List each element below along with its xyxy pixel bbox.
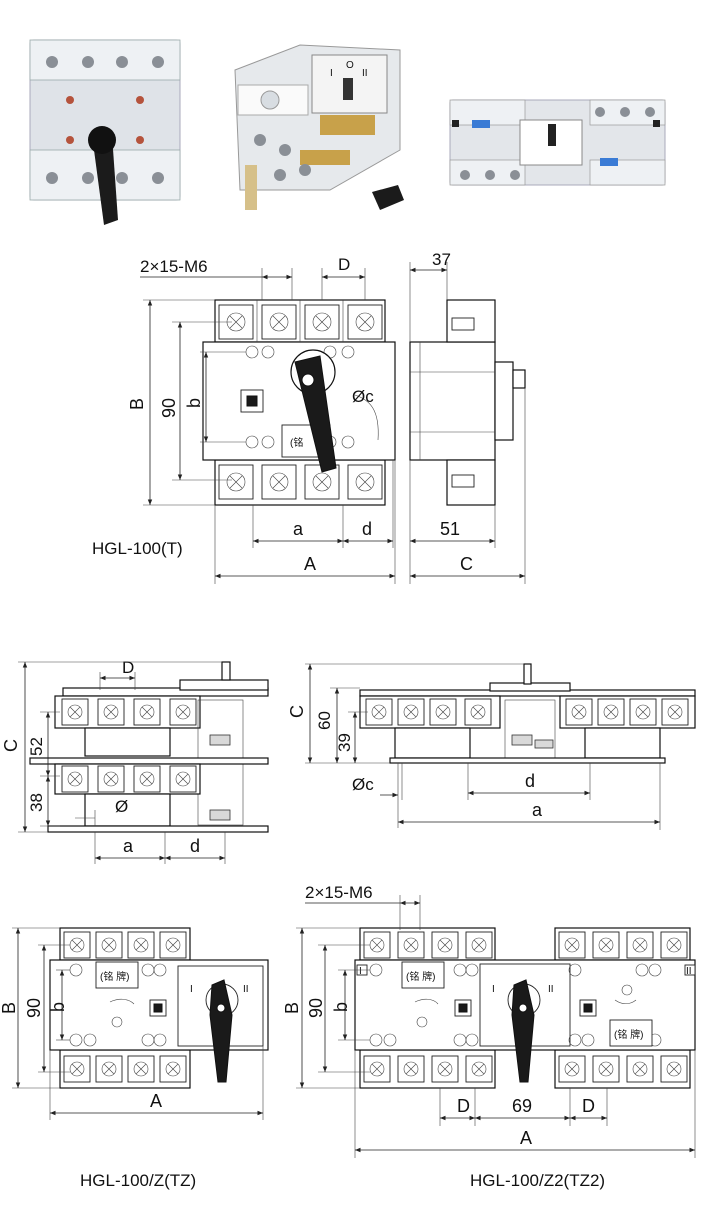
side-right-d-label: d	[525, 771, 535, 791]
side-right-c-label: Øc	[352, 775, 374, 794]
br-A-label: A	[520, 1128, 532, 1148]
br-b-label: b	[331, 1002, 351, 1012]
dim-D-top: D	[321, 255, 366, 300]
br-D1-label: D	[457, 1096, 470, 1116]
svg-text:I: I	[330, 68, 333, 79]
bl-B-label: B	[0, 1002, 19, 1014]
dim-51-label: 51	[440, 519, 460, 539]
dim-2x15-label: 2×15-M6	[140, 257, 208, 276]
dim-c-label: Øc	[352, 387, 374, 406]
side-view-left-double: D C 52 38 Ø a d	[1, 658, 269, 864]
dim-a-label: a	[293, 519, 304, 539]
svg-text:O: O	[346, 60, 354, 71]
dim-A-label: A	[304, 554, 316, 574]
br-mark-II: II	[686, 966, 692, 977]
dim-90-label: 90	[159, 398, 179, 418]
bl-90-label: 90	[24, 998, 44, 1018]
side-right-a-label: a	[532, 800, 543, 820]
dim-d-label: d	[362, 519, 372, 539]
model-hgl100t: HGL-100(T)	[92, 539, 183, 558]
side-left-a-label: a	[123, 836, 134, 856]
dim-b-top: b	[184, 351, 246, 443]
dim-D-label: D	[338, 255, 350, 274]
model-hgl100z2: HGL-100/Z2(TZ2)	[470, 1171, 605, 1190]
br-pos-I: I	[492, 984, 495, 995]
side-left-D-label: D	[122, 658, 134, 677]
side-view-right-dual: C 60 39 Øc d a	[287, 663, 696, 830]
br-2x15-label: 2×15-M6	[305, 883, 373, 902]
bl-A-label: A	[150, 1091, 162, 1111]
front-view-hgl100z: (铭 牌) I II B 90 b A	[0, 927, 269, 1120]
bl-pos-I: I	[190, 984, 193, 995]
product-photo-dual-switch	[449, 99, 666, 186]
br-nameplate-2: (铭 牌)	[614, 1028, 643, 1041]
dim-C-label: C	[460, 554, 473, 574]
side-left-C-label: C	[1, 739, 21, 752]
dim-B-label: B	[127, 398, 147, 410]
nameplate-label: (铭	[290, 436, 303, 449]
br-B-label: B	[282, 1002, 302, 1014]
bl-nameplate: (铭 牌)	[100, 970, 129, 983]
product-photo-single-switch	[29, 39, 181, 225]
br-pos-II: II	[548, 984, 554, 995]
bl-b-label: b	[48, 1002, 68, 1012]
side-right-60-label: 60	[315, 711, 334, 730]
side-left-phi-label: Ø	[115, 797, 128, 816]
dim-A-top: A	[214, 460, 396, 584]
side-right-C-label: C	[287, 705, 307, 718]
br-mark-I: I	[359, 966, 362, 977]
front-view-hgl100t: (铭	[202, 299, 396, 506]
product-photo-switch-with-handle: I O II	[234, 44, 404, 210]
dim-90-top: 90	[159, 321, 232, 481]
dim-B-top: B	[127, 299, 215, 506]
side-view-hgl100t: 37 51 C	[409, 250, 526, 584]
side-left-52-label: 52	[27, 737, 46, 756]
bl-pos-II: II	[243, 984, 249, 995]
side-left-d-label: d	[190, 836, 200, 856]
br-90-label: 90	[306, 998, 326, 1018]
side-right-39-label: 39	[335, 733, 354, 752]
model-hgl100z: HGL-100/Z(TZ)	[80, 1171, 196, 1190]
br-D2-label: D	[582, 1096, 595, 1116]
br-nameplate-1: (铭 牌)	[406, 970, 435, 983]
front-view-hgl100z2: I II (铭 牌) (铭 牌) I II 2×15-M6 B 90	[282, 883, 696, 1158]
side-left-38-label: 38	[27, 793, 46, 812]
br-69-label: 69	[512, 1096, 532, 1116]
dim-37-label: 37	[432, 250, 451, 269]
dim-b-label: b	[184, 398, 204, 408]
dim-a-d-top: a d	[252, 460, 394, 548]
dim-2x15-M6: 2×15-M6	[140, 257, 293, 300]
svg-text:II: II	[362, 68, 368, 79]
